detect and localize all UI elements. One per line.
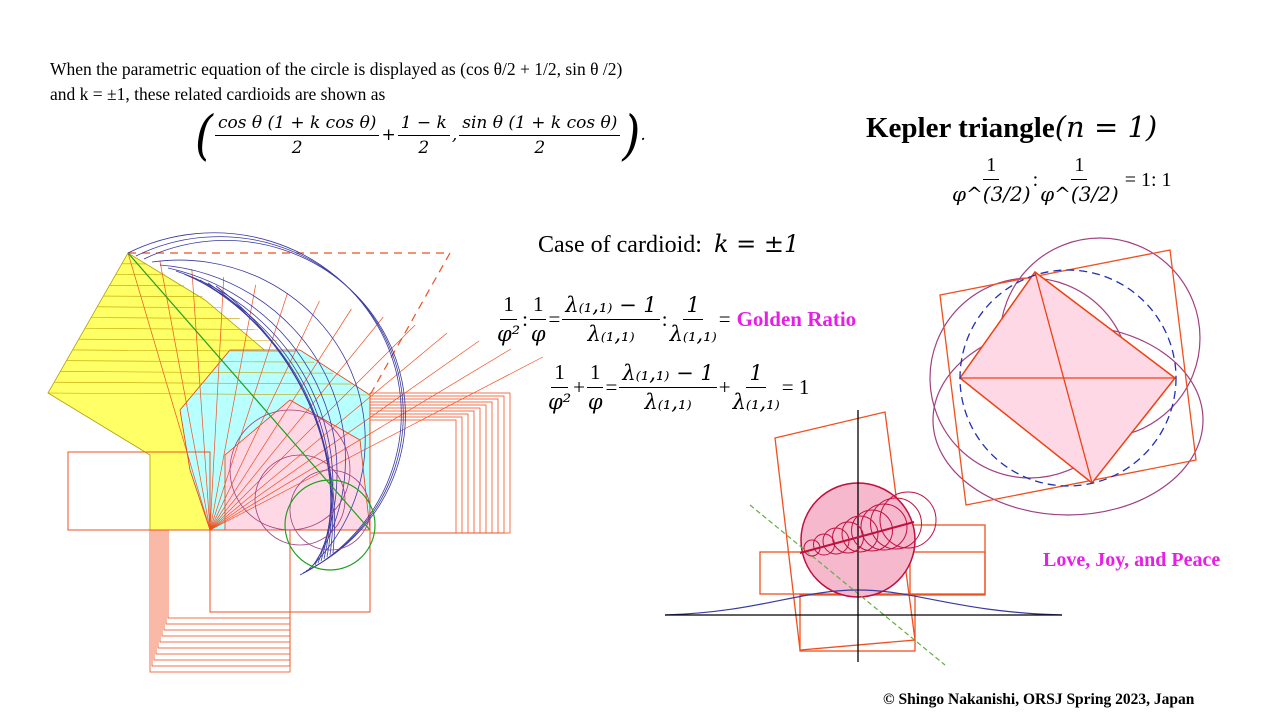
nested-square [369, 407, 481, 534]
dashed-triangle [128, 252, 452, 396]
fan-line [209, 292, 288, 531]
intro-text: When the parametric equation of the circ… [50, 57, 622, 107]
nested-square [153, 529, 291, 661]
case-heading: Case of cardioid: k = ±1 [538, 230, 800, 258]
cardioid-arc [143, 240, 406, 572]
intro-line-2: and k = ±1, these related cardioids are … [50, 84, 386, 104]
chain-circle [841, 515, 879, 553]
nested-square [369, 398, 499, 534]
fan-line [191, 268, 211, 531]
fan-line [60, 371, 333, 374]
nested-square [369, 410, 475, 534]
love-joy-peace-text: Love, Joy, and Peace [1043, 549, 1221, 571]
green-diagonal [127, 252, 371, 531]
rotated-rectangle [939, 249, 1197, 506]
nested-square [167, 529, 291, 619]
fan-line [209, 332, 448, 531]
fan-line [159, 260, 211, 531]
green-dashed-line [749, 504, 946, 666]
fan-line [97, 306, 222, 308]
circle [289, 469, 371, 551]
fan-line [209, 356, 543, 531]
fan-line [72, 349, 296, 352]
chain-circle [860, 503, 908, 551]
nested-square [159, 529, 291, 643]
dashed-blue-circle [959, 269, 1177, 487]
cardioid-arc [159, 264, 346, 568]
chain-circle [851, 509, 893, 552]
golden-ratio-label: Golden Ratio [736, 306, 857, 331]
chain-circle [879, 491, 937, 549]
fan-line [209, 316, 384, 531]
fraction: sin θ (1 + k cos θ)2 [459, 113, 621, 158]
fan-line [91, 317, 240, 319]
nested-square [155, 529, 291, 655]
copyright: © Shingo Nakanishi, ORSJ Spring 2023, Ja… [883, 691, 1195, 708]
fan-line [127, 252, 211, 531]
nested-square [369, 413, 469, 534]
square [67, 451, 211, 531]
cardioid-arc [151, 259, 366, 570]
nested-square [369, 404, 487, 534]
nested-square [369, 395, 505, 534]
cardioid-arc [215, 285, 336, 554]
fan-line [209, 276, 225, 531]
fan-line [209, 284, 256, 531]
fan-line [103, 295, 203, 297]
circle [254, 454, 346, 546]
cardioid-arc [127, 232, 402, 576]
green-circle [284, 479, 376, 571]
fan-line [209, 324, 416, 531]
nested-square [163, 529, 291, 631]
fan-line [54, 381, 352, 385]
fan-line [66, 360, 315, 363]
kepler-figure [929, 237, 1204, 516]
chain-circle [870, 497, 922, 550]
nested-square [149, 529, 291, 673]
fan-line [47, 392, 371, 396]
fan-line [78, 338, 277, 341]
kepler-title: Kepler triangle(n = 1) [866, 110, 1158, 144]
nested-square [369, 419, 457, 534]
fan-line [209, 308, 352, 531]
fraction: cos θ (1 + k cos θ)2 [214, 113, 380, 158]
nested-square [161, 529, 291, 637]
nested-square [165, 529, 291, 625]
left-cardioid-construction [47, 232, 543, 673]
fan-line [84, 328, 259, 330]
fan-line [209, 348, 512, 531]
chain-axis [799, 521, 915, 554]
nested-square [369, 416, 463, 534]
intro-line-1: When the parametric equation of the circ… [50, 59, 623, 79]
nested-square [151, 529, 291, 667]
bottom-middle-figure [664, 410, 1063, 666]
circle [229, 409, 351, 531]
